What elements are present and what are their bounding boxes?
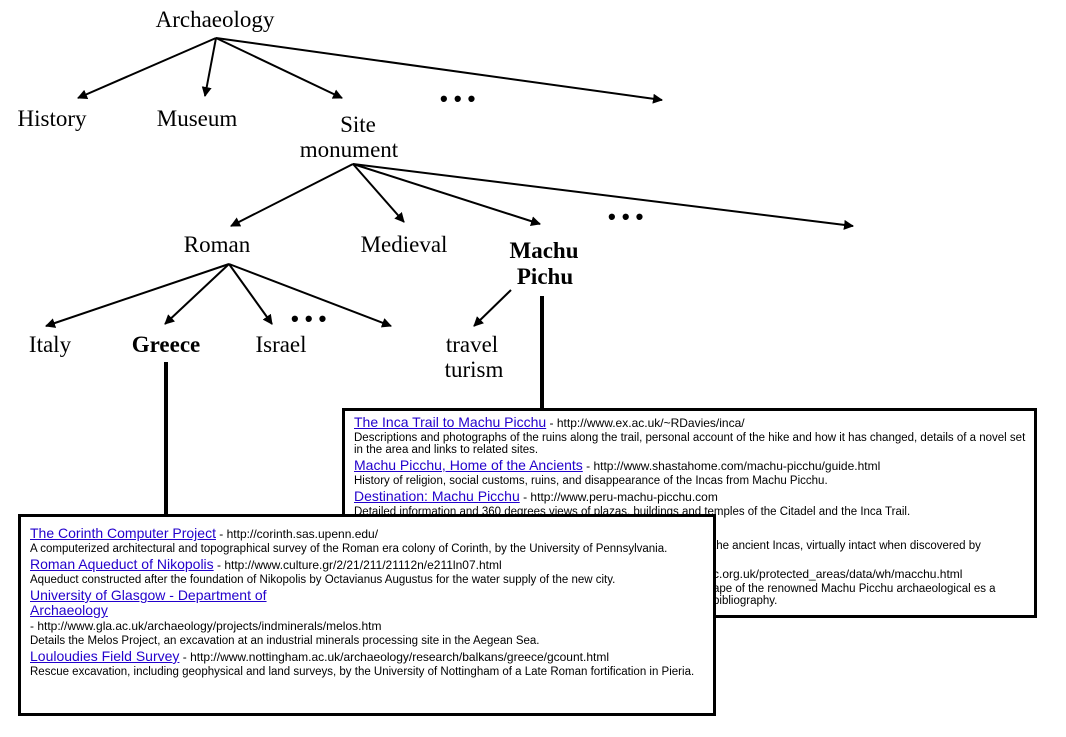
result-link[interactable]: The Inca Trail to Machu Picchu: [354, 414, 547, 430]
node-site-monument-line1: Site: [340, 112, 376, 137]
node-archaeology: Archaeology: [156, 7, 275, 32]
result-url: - http://www.nottingham.ac.uk/archaeolog…: [179, 650, 609, 664]
result-url-partial: c.org.uk/protected_areas/data/wh/macchu.…: [713, 567, 963, 581]
result-url: - http://www.peru-machu-picchu.com: [519, 490, 718, 504]
result-url: - http://www.culture.gr/2/21/211/21112n/…: [213, 558, 502, 572]
greece-results: The Corinth Computer Project - http://co…: [18, 514, 716, 716]
result-description-partial: the ancient Incas, virtually intact when…: [713, 540, 981, 552]
result-url: - http://www.ex.ac.uk/~RDavies/inca/: [546, 416, 745, 430]
node-medieval: Medieval: [361, 232, 448, 257]
result-item: Louloudies Field Survey - http://www.not…: [30, 648, 705, 679]
result-description-partial: ape of the renowned Machu Picchu archaeo…: [713, 583, 996, 607]
node-site-monument-line2: monument: [300, 137, 399, 162]
result-description: Rescue excavation, including geophysical…: [30, 666, 695, 678]
result-description: Details the Melos Project, an excavation…: [30, 635, 540, 647]
result-link[interactable]: Roman Aqueduct of Nikopolis: [30, 556, 214, 572]
result-description: History of religion, social customs, rui…: [354, 475, 828, 487]
node-roman: Roman: [184, 232, 251, 257]
result-link[interactable]: The Corinth Computer Project: [30, 525, 216, 541]
result-item: Machu Picchu, Home of the Ancients - htt…: [354, 457, 1026, 488]
node-italy: Italy: [29, 332, 72, 357]
edges-machu-pichu: [473, 289, 544, 412]
node-israel: Israel: [255, 332, 306, 357]
edges-archaeology: [77, 37, 663, 104]
ellipsis-level2: • • •: [608, 204, 643, 229]
edges-site-monument: [230, 163, 854, 230]
node-museum: Museum: [157, 106, 238, 131]
result-link[interactable]: University of Glasgow - Department of Ar…: [30, 587, 267, 618]
result-item: Roman Aqueduct of Nikopolis - http://www…: [30, 556, 705, 587]
ellipsis-level3: • • •: [291, 306, 326, 331]
result-description: Descriptions and photographs of the ruin…: [354, 432, 1026, 456]
node-machu-pichu-line1: Machu: [510, 238, 579, 263]
result-link[interactable]: Machu Picchu, Home of the Ancients: [354, 457, 583, 473]
result-description: Aqueduct constructed after the foundatio…: [30, 574, 616, 586]
result-item: The Inca Trail to Machu Picchu - http://…: [354, 414, 1026, 457]
node-travel-turism-line1: travel: [446, 332, 498, 357]
node-greece: Greece: [132, 332, 201, 357]
result-url: - http://www.shastahome.com/machu-picchu…: [582, 459, 881, 473]
result-item: The Corinth Computer Project - http://co…: [30, 525, 705, 556]
node-travel-turism-line2: turism: [445, 357, 504, 382]
result-link[interactable]: Destination: Machu Picchu: [354, 488, 520, 504]
result-url: - http://www.gla.ac.uk/archaeology/proje…: [30, 619, 382, 633]
result-url: - http://corinth.sas.upenn.edu/: [215, 527, 379, 541]
node-machu-pichu-line2: Pichu: [517, 264, 573, 289]
ellipsis-level1: • • •: [440, 86, 475, 111]
result-description: A computerized architectural and topogra…: [30, 543, 668, 555]
result-link[interactable]: Louloudies Field Survey: [30, 648, 180, 664]
node-history: History: [18, 106, 88, 131]
result-item: University of Glasgow - Department of Ar…: [30, 587, 705, 648]
edges-roman: [45, 263, 392, 328]
